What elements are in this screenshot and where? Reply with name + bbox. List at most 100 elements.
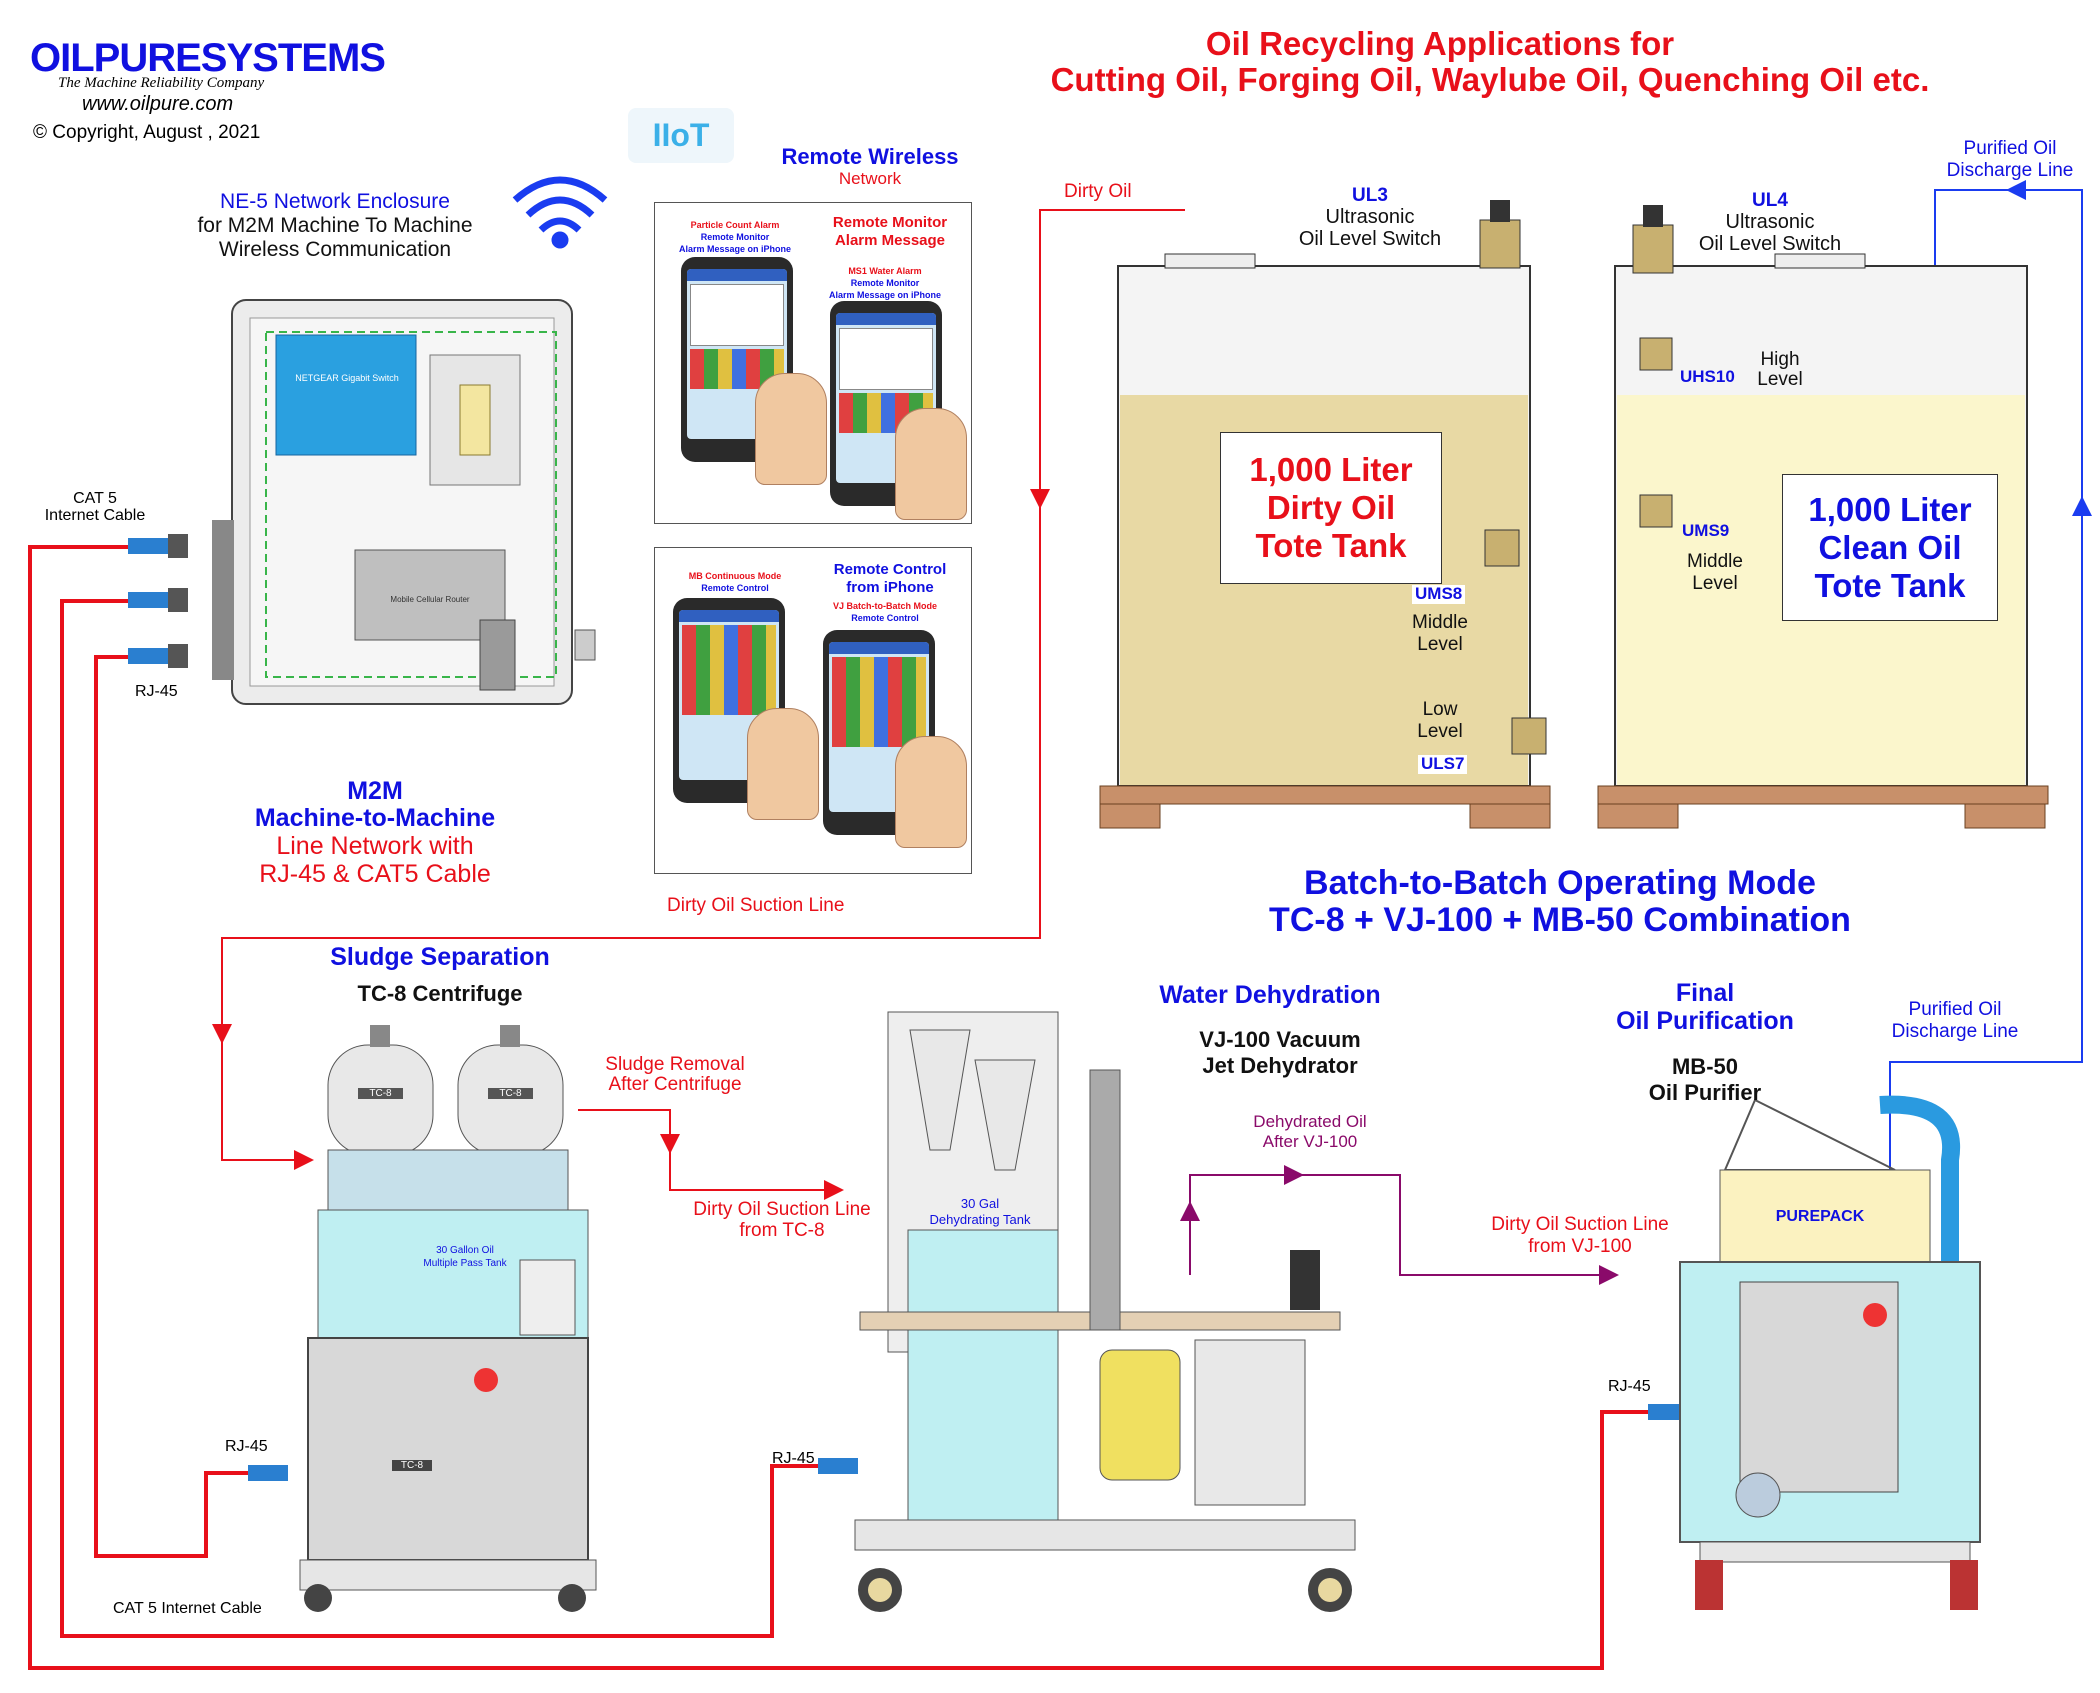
cat5-label-2: Internet Cable: [44, 507, 146, 524]
from-tc8-label-2: from TC-8: [739, 1220, 825, 1241]
discharge-label-bottom-2: Discharge Line: [1891, 1021, 2019, 1042]
tc8-bowl-label: TC-8: [358, 1088, 403, 1099]
wifi-icon: [512, 176, 608, 249]
vj100-rj45: RJ-45: [772, 1450, 815, 1467]
vj100-machine: [854, 1011, 1356, 1612]
ul4-desc: Oil Level Switch: [1698, 233, 1842, 255]
brand-url: www.oilpure.com: [82, 93, 234, 115]
tc8-subtitle: TC-8 Centrifuge: [357, 981, 523, 1006]
dirty-oil-label: Dirty Oil: [1064, 181, 1132, 202]
tc8-panel-label: TC-8: [392, 1460, 432, 1471]
ul4-type: Ultrasonic: [1725, 211, 1815, 233]
panel1-right-caption-1: MS1 Water Alarm: [848, 266, 922, 276]
clean-tank-label: 1,000 Liter Clean Oil Tote Tank: [1782, 474, 1998, 621]
tc8-machine: [299, 1025, 597, 1612]
panel2-left-caption-1: MB Continuous Mode: [688, 571, 782, 581]
brand-logo: OILPURESYSTEMS: [30, 36, 386, 80]
clean-tank-label-2: Clean Oil: [1818, 529, 1962, 566]
tc8-tank-label: 30 Gallon Oil: [436, 1245, 494, 1256]
ul3-type: Ultrasonic: [1325, 206, 1415, 228]
rj45-label: RJ-45: [135, 683, 178, 700]
from-vj100-label: Dirty Oil Suction Line: [1491, 1214, 1669, 1235]
ums8-level: Middle: [1412, 612, 1468, 633]
phone-mockup: [681, 257, 793, 462]
ul4-label: UL4: [1752, 190, 1788, 211]
hand-icon: [895, 736, 967, 848]
title-line-2: Cutting Oil, Forging Oil, Waylube Oil, Q…: [1050, 61, 1930, 98]
ums8-label: UMS8: [1412, 584, 1466, 604]
rj45-plugs: [128, 534, 1688, 1481]
remote-monitor-panel: Particle Count Alarm Remote Monitor Alar…: [654, 202, 972, 524]
panel1-right-title-2: Alarm Message: [834, 232, 946, 249]
panel1-left-caption-1: Particle Count Alarm: [690, 220, 780, 230]
ul3-desc: Oil Level Switch: [1298, 228, 1442, 250]
uhs10-label: UHS10: [1680, 367, 1735, 386]
m2m-line-1: M2M: [347, 777, 403, 805]
mb50-machine: [1679, 1095, 1981, 1610]
vj100-subtitle-2: Jet Dehydrator: [1202, 1053, 1358, 1078]
uhs10-level-2: Level: [1757, 369, 1803, 390]
remote-subtitle: Network: [838, 169, 902, 188]
dirty-tank-label-2: Dirty Oil: [1266, 489, 1396, 526]
dirty-tank-label-3: Tote Tank: [1255, 527, 1407, 564]
uls7-level: Low: [1422, 699, 1458, 720]
tc8-title: Sludge Separation: [330, 943, 550, 971]
mb50-title-2: Oil Purification: [1616, 1007, 1794, 1035]
discharge-label-top: Purified Oil: [1963, 138, 2057, 159]
network-enclosure: [212, 299, 596, 705]
title-line-1: Oil Recycling Applications for: [1205, 25, 1675, 62]
switch-label: NETGEAR Gigabit Switch: [295, 373, 399, 383]
ums9-level-2: Level: [1692, 573, 1738, 594]
panel1-right-title-1: Remote Monitor: [832, 214, 948, 231]
discharge-label-bottom: Purified Oil: [1908, 999, 2002, 1020]
suction-line-label: Dirty Oil Suction Line: [667, 895, 845, 916]
panel2-right-caption-2: Remote Control: [851, 613, 919, 623]
panel2-right-title-2: from iPhone: [846, 579, 934, 596]
m2m-line-2: Machine-to-Machine: [254, 804, 496, 832]
ums9-label: UMS9: [1682, 521, 1730, 540]
hand-icon: [895, 408, 967, 520]
dirty-tote-tank: [1099, 200, 1551, 829]
hand-icon: [747, 708, 819, 820]
panel2-left-caption-2: Remote Control: [701, 583, 769, 593]
dirty-tank-label: 1,000 Liter Dirty Oil Tote Tank: [1220, 432, 1442, 584]
uls7-level-2: Level: [1417, 721, 1463, 742]
phone-mockup: [823, 630, 935, 835]
cat5-cables: [28, 545, 1650, 1670]
purepack-label: PUREPACK: [1775, 1208, 1865, 1225]
phone-mockup: [830, 301, 942, 506]
ul3-label: UL3: [1352, 185, 1388, 206]
tc8-bowl-label-2: TC-8: [488, 1088, 533, 1099]
purified-oil-line: [1889, 180, 2092, 1170]
dirty-tank-label-1: 1,000 Liter: [1249, 451, 1413, 488]
clean-tank-label-1: 1,000 Liter: [1808, 491, 1972, 528]
iiot-badge: IIoT: [628, 108, 734, 163]
ums9-level: Middle: [1687, 551, 1743, 572]
discharge-label-top-2: Discharge Line: [1946, 160, 2074, 181]
copyright: © Copyright, August , 2021: [33, 122, 261, 143]
vj100-subtitle: VJ-100 Vacuum: [1199, 1027, 1361, 1052]
router-label: Mobile Cellular Router: [390, 595, 470, 604]
tc8-rj45: RJ-45: [225, 1438, 268, 1455]
panel1-right-caption-2: Remote Monitor: [850, 278, 920, 288]
dehydrated-oil-line: [1180, 1165, 1619, 1285]
m2m-line-4: RJ-45 & CAT5 Cable: [259, 860, 491, 888]
enclosure-title-2: for M2M Machine To Machine: [197, 214, 473, 237]
enclosure-title-1: NE-5 Network Enclosure: [220, 190, 450, 213]
m2m-line-3: Line Network with: [276, 832, 474, 860]
cat5-bottom-label: CAT 5 Internet Cable: [113, 1600, 262, 1617]
sludge-label: Sludge Removal: [605, 1054, 745, 1075]
dehydrated-oil-label: Dehydrated Oil: [1253, 1112, 1367, 1131]
panel1-left-caption-3: Alarm Message on iPhone: [678, 244, 792, 254]
uhs10-level: High: [1760, 349, 1800, 370]
panel2-right-title-1: Remote Control: [833, 561, 947, 578]
from-vj100-label-2: from VJ-100: [1528, 1236, 1632, 1257]
clean-tank-label-3: Tote Tank: [1814, 567, 1966, 604]
sludge-label-2: After Centrifuge: [608, 1074, 742, 1095]
uls7-label: ULS7: [1418, 754, 1468, 774]
mb50-title: Final: [1675, 979, 1735, 1007]
panel1-left-caption-2: Remote Monitor: [700, 232, 770, 242]
vj100-tank-label-2: Dehydrating Tank: [929, 1212, 1031, 1227]
